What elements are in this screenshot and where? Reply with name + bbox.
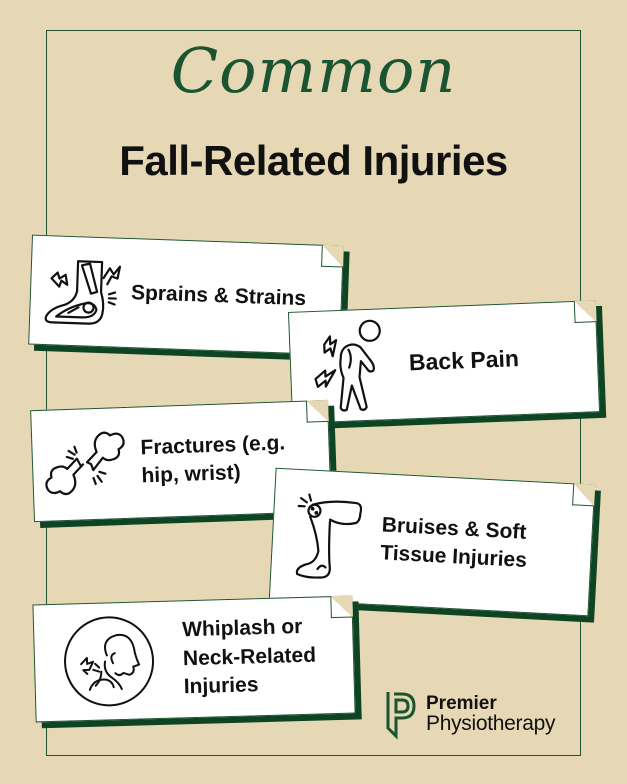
card-sprains-strains: Sprains & Strains <box>28 234 344 356</box>
card-label: Sprains & Strains <box>130 280 307 311</box>
brand-name: Premier Physiotherapy <box>426 693 556 735</box>
card-back-pain: Back Pain <box>287 300 601 424</box>
brand-logo: Premier Physiotherapy <box>384 688 555 740</box>
title-script: Common <box>170 34 457 107</box>
folded-corner <box>321 244 344 268</box>
card-label: Back Pain <box>408 345 520 376</box>
page-title: Fall-Related Injuries <box>119 137 508 184</box>
folded-corner <box>305 399 329 423</box>
card-label: Fractures (e.g. hip, wrist) <box>140 431 286 488</box>
sprained-foot-icon <box>44 260 122 325</box>
whiplash-neck-icon <box>64 616 155 707</box>
back-pain-person-icon <box>314 319 381 412</box>
card-label: Whiplash or Neck-Related Injuries <box>181 615 317 699</box>
premier-p-logo-icon <box>386 692 416 740</box>
broken-bone-icon <box>45 431 125 496</box>
card-whiplash-neck: Whiplash or Neck-Related Injuries <box>32 595 356 723</box>
card-fractures: Fractures (e.g. hip, wrist) <box>30 399 332 523</box>
bruised-knee-icon <box>295 493 363 579</box>
folded-corner <box>573 300 597 323</box>
card-bruises-soft-tissue: Bruises & Soft Tissue Injuries <box>268 467 596 617</box>
card-label: Bruises & Soft Tissue Injuries <box>379 513 528 572</box>
folded-corner <box>572 483 596 507</box>
folded-corner <box>330 595 353 619</box>
